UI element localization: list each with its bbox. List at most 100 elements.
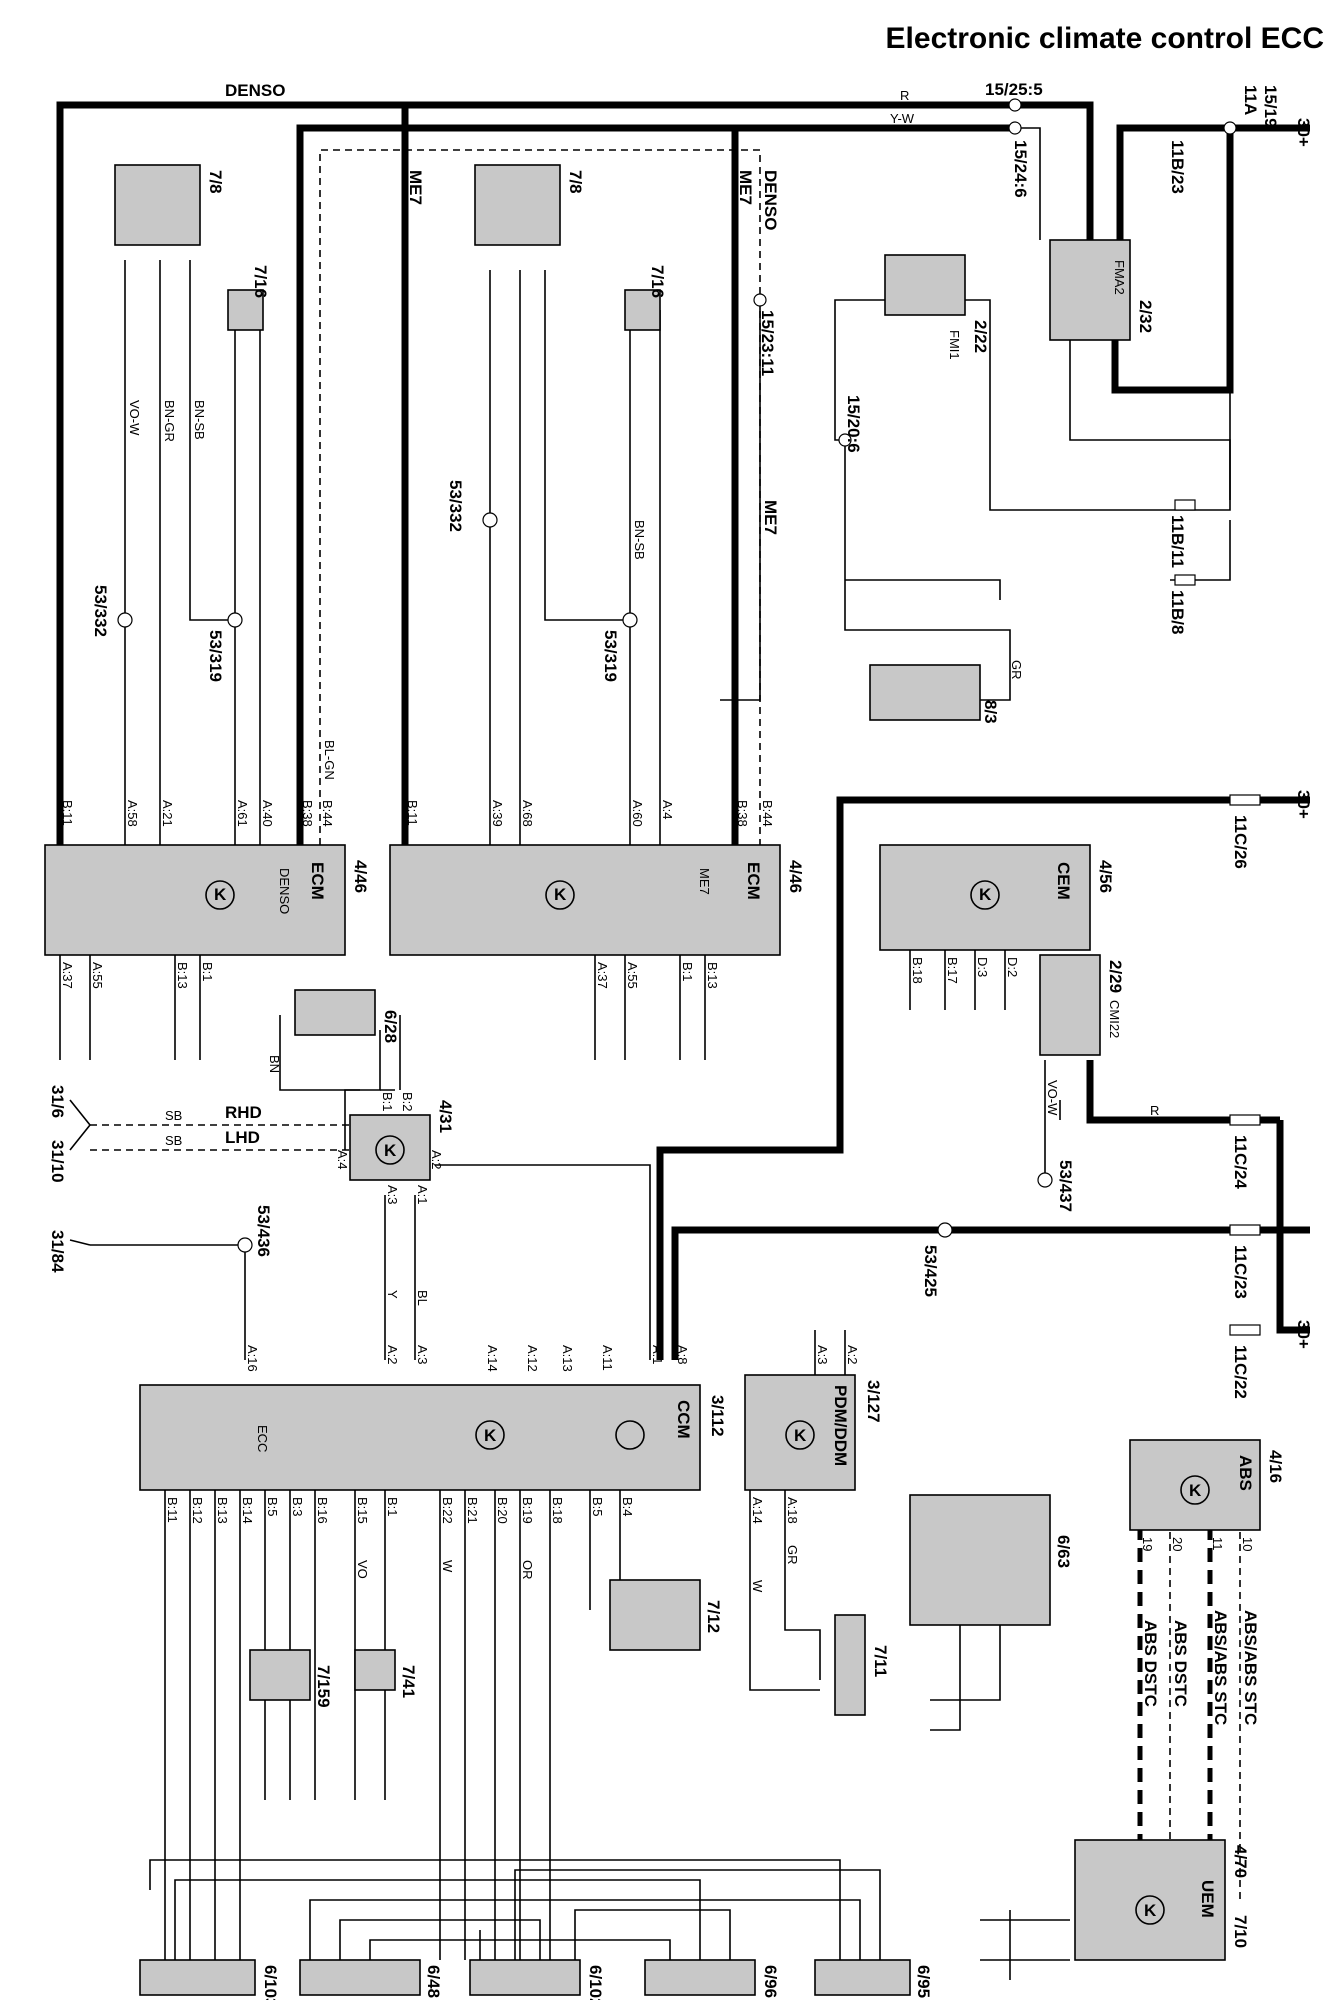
component-label: 8/3 <box>981 700 1000 724</box>
pin-label: A:13 <box>560 1345 575 1372</box>
module-name: ECM <box>308 862 327 900</box>
pin-label: D:2 <box>1005 957 1020 977</box>
module-name: CEM <box>1054 862 1073 900</box>
module-id: 4/56 <box>1096 860 1115 893</box>
system-label: ME7 <box>736 170 755 205</box>
motor-label: 6/48 <box>424 1965 443 1998</box>
pin-label: 11 <box>1210 1537 1225 1551</box>
wire-11c24 <box>1086 1060 1280 1124</box>
splice-label: 15/25:5 <box>985 80 1043 99</box>
pin-label: B:11 <box>405 800 420 826</box>
wire-color: BN-SB <box>192 400 207 440</box>
component-label: 7/8 <box>206 170 225 194</box>
motor-label: 6/103 <box>261 1965 280 2000</box>
pin-label: B:14 <box>240 1497 255 1524</box>
wire-color: BN-SB <box>632 520 647 560</box>
pin-label: A:12 <box>525 1345 540 1372</box>
motor-6-95 <box>814 1959 911 1996</box>
system-label: ME7 <box>406 170 425 205</box>
svg-text:K: K <box>554 885 567 904</box>
pin-label: B:5 <box>590 1497 605 1517</box>
wire-color: W <box>440 1560 455 1573</box>
component-6-63 <box>909 1494 1051 1626</box>
module-name: ABS <box>1236 1455 1255 1491</box>
abs-box <box>1129 1439 1261 1531</box>
wire-11c26 <box>656 796 1310 1360</box>
wire-color: R <box>1150 1103 1159 1118</box>
pin-label: A:37 <box>60 962 75 989</box>
component-8-3 <box>869 664 981 721</box>
pin-label: B:4 <box>620 1497 635 1517</box>
pin-label: A:4 <box>660 800 675 820</box>
pin-label: A:1 <box>415 1185 430 1205</box>
abs-variant: ABS/ABS STC <box>1241 1610 1260 1725</box>
component-label: 7/159 <box>314 1665 333 1708</box>
pin-label: B:38 <box>735 800 750 827</box>
module-name: UEM <box>1198 1880 1217 1918</box>
module-id: 3/127 <box>864 1380 883 1423</box>
pin-label: A:16 <box>245 1345 260 1372</box>
fuse-label: 11C/22 <box>1231 1345 1250 1399</box>
wire-color: BN <box>267 1055 282 1073</box>
component-label: CMI22 <box>1107 1000 1122 1038</box>
pin-label: A:14 <box>750 1497 765 1524</box>
wire-color: BN-GR <box>162 400 177 442</box>
component-7-12 <box>609 1579 701 1651</box>
motor-6-28 <box>294 989 376 1036</box>
wire-color: BL-GN <box>322 740 337 780</box>
motor-6-48 <box>299 1959 421 1996</box>
pin-label: B:17 <box>945 957 960 984</box>
pin-label: A:60 <box>630 800 645 827</box>
pin-label: B:11 <box>165 1497 180 1523</box>
sensor-7-16-left <box>227 289 264 331</box>
relay-2-29 <box>1039 954 1101 1056</box>
module-sub: DENSO <box>277 868 292 914</box>
pin-label: B:13 <box>215 1497 230 1524</box>
fuse-label: 11C/26 <box>1231 815 1250 869</box>
fuse-label: 11C/23 <box>1231 1245 1250 1299</box>
pin-label: A:3 <box>815 1345 830 1365</box>
pin-label: B:18 <box>910 957 925 984</box>
splice-label: 15/19 <box>1261 85 1280 128</box>
module-sub: ECC <box>255 1425 270 1452</box>
wire-color: R <box>900 88 909 103</box>
pin-label: B:19 <box>520 1497 535 1524</box>
pin-label: 20 <box>1170 1537 1185 1551</box>
pin-label: B:13 <box>175 962 190 989</box>
switch-label: 31/6 <box>48 1085 67 1118</box>
pin-label: A:58 <box>125 800 140 827</box>
splice-label: 15/23:11 <box>758 310 777 376</box>
system-label: RHD <box>225 1103 262 1122</box>
svg-text:K: K <box>794 1426 807 1445</box>
abs-variant: ABS DSTC <box>1171 1620 1190 1707</box>
fuse-label: 11A <box>1241 85 1260 115</box>
pin-label: 19 <box>1140 1537 1155 1551</box>
pin-label: B:2 <box>400 1092 415 1112</box>
groundpoint-label: 53/425 <box>921 1245 940 1297</box>
pin-label: B:1 <box>380 1092 395 1112</box>
component-label: 7/16 <box>251 265 270 298</box>
pin-label: D:3 <box>975 957 990 977</box>
wire-fma2-out <box>1111 128 1234 394</box>
svg-text:K: K <box>979 885 992 904</box>
groundpoint-label: 53/437 <box>1056 1160 1075 1212</box>
page-title: Electronic climate control ECC <box>885 22 1324 55</box>
fuse-label: 11C/24 <box>1231 1135 1250 1189</box>
module-id: 4/70 <box>1231 1845 1250 1878</box>
pin-label: 10 <box>1240 1537 1255 1551</box>
wire-color: W <box>750 1580 765 1593</box>
pin-label: A:39 <box>490 800 505 827</box>
pin-label: A:18 <box>785 1497 800 1524</box>
wire-color: VO <box>355 1560 370 1579</box>
pin-label: A:11 <box>600 1345 615 1371</box>
wire-denso-left <box>56 101 1030 845</box>
pin-label: A:2 <box>385 1345 400 1365</box>
pin-label: A:61 <box>235 800 250 827</box>
pin-label: B:38 <box>300 800 315 827</box>
module-id: 3/112 <box>708 1395 727 1437</box>
relay-2-22 <box>884 254 966 316</box>
wire-color: VO-W <box>127 400 142 436</box>
uem-box <box>1074 1839 1226 1961</box>
svg-text:K: K <box>214 885 227 904</box>
ccm-box <box>139 1384 701 1491</box>
